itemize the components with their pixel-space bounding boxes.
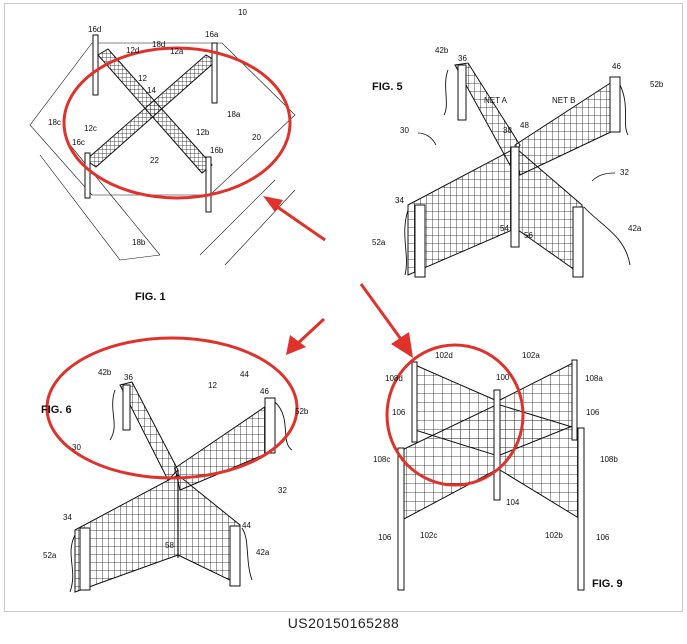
label-104: 104 xyxy=(506,498,520,507)
label-46: 46 xyxy=(260,387,269,396)
label-12d: 12d xyxy=(126,46,139,55)
annotation-arrow-fig9 xyxy=(359,283,413,358)
annotation-arrow-fig1 xyxy=(263,196,326,242)
dimension-lines xyxy=(39,144,296,266)
patent-number: US20150165288 xyxy=(287,615,400,631)
arrow-32 xyxy=(591,172,616,182)
label-56: 56 xyxy=(524,231,533,240)
annotation-ellipse xyxy=(45,336,299,480)
image-frame xyxy=(4,3,683,612)
post-16a xyxy=(211,42,218,104)
label-18d: 18d xyxy=(152,40,165,49)
figure-6: 42b 36 12 44 46 52b 30 32 34 58 44 42a 5… xyxy=(41,336,309,593)
label-106-back-left: 106 xyxy=(392,408,406,417)
label-106-back-right: 106 xyxy=(586,408,600,417)
label-32: 32 xyxy=(620,168,629,177)
label-16d: 16d xyxy=(88,25,101,34)
label-34: 34 xyxy=(395,196,404,205)
pole-106-left xyxy=(397,447,405,591)
label-58: 58 xyxy=(165,541,174,550)
label-12a: 12a xyxy=(170,47,184,56)
label-36: 36 xyxy=(124,373,133,382)
label-52a: 52a xyxy=(43,551,57,560)
label-18a: 18a xyxy=(227,110,241,119)
pole-106-back-right xyxy=(571,359,578,441)
pole-106-back-left xyxy=(411,361,418,443)
label-44-front: 44 xyxy=(242,521,251,530)
label-106-front-right: 106 xyxy=(596,533,610,542)
label-32: 32 xyxy=(278,486,287,495)
label-30: 30 xyxy=(400,126,409,135)
tie-ropes xyxy=(404,69,631,276)
label-12b: 12b xyxy=(196,128,210,137)
pole-106-right xyxy=(577,427,585,591)
label-22: 22 xyxy=(150,156,159,165)
label-108d: 108d xyxy=(385,374,403,383)
label-16b: 16b xyxy=(210,146,224,155)
label-108a: 108a xyxy=(585,374,603,383)
figure-5: 42b 36 NET A NET B 46 52b 30 38 48 32 34… xyxy=(372,46,664,278)
label-18c: 18c xyxy=(48,118,61,127)
label-52b: 52b xyxy=(295,407,309,416)
label-12c: 12c xyxy=(84,124,97,133)
label-100: 100 xyxy=(496,373,510,382)
label-102b: 102b xyxy=(545,531,563,540)
annotation-circle xyxy=(385,343,525,487)
sleeve-44-front xyxy=(229,525,241,587)
sleeve-34 xyxy=(79,527,91,591)
figure-1-title: FIG. 1 xyxy=(135,291,166,303)
label-52b: 52b xyxy=(650,80,664,89)
label-102c: 102c xyxy=(420,531,437,540)
label-20: 20 xyxy=(252,133,261,142)
post-16b xyxy=(205,156,212,213)
label-36: 36 xyxy=(458,54,467,63)
sleeve-34 xyxy=(414,204,426,278)
figure-9: 102d 102a 108d 100 108a 106 106 108c 108… xyxy=(373,343,623,591)
sleeve-36 xyxy=(122,384,131,431)
label-38: 38 xyxy=(503,126,512,135)
sleeve-36 xyxy=(457,64,467,121)
label-48: 48 xyxy=(520,121,529,130)
post-16d xyxy=(92,34,99,96)
post-16c xyxy=(84,152,91,199)
center-pole xyxy=(510,146,520,248)
net-front-right xyxy=(517,148,583,276)
label-42b: 42b xyxy=(98,368,112,377)
sleeve-46 xyxy=(264,397,276,454)
label-108c: 108c xyxy=(373,455,390,464)
sleeve-42a xyxy=(572,206,584,278)
center-pole-104 xyxy=(493,389,501,501)
label-16c: 16c xyxy=(72,138,85,147)
label-102a: 102a xyxy=(522,351,540,360)
arrow-30 xyxy=(417,132,437,146)
label-30: 30 xyxy=(72,443,81,452)
label-46: 46 xyxy=(612,62,621,71)
label-54: 54 xyxy=(500,224,509,233)
label-102d: 102d xyxy=(435,351,453,360)
label-106-front-left: 106 xyxy=(378,533,392,542)
label-42a: 42a xyxy=(628,224,642,233)
figure-9-title: FIG. 9 xyxy=(592,578,623,590)
label-52a: 52a xyxy=(372,238,386,247)
label-net-a: NET A xyxy=(484,96,508,105)
label-42a: 42a xyxy=(256,548,270,557)
tie-ropes xyxy=(69,389,293,593)
label-14: 14 xyxy=(147,86,156,95)
figure-1: 10 16d 12d 18d 12a 16a 12 14 18a 18c 12c… xyxy=(29,8,296,303)
label-10: 10 xyxy=(238,8,247,17)
label-12: 12 xyxy=(138,74,147,83)
sleeve-46 xyxy=(609,76,621,133)
label-42b: 42b xyxy=(435,46,449,55)
label-12: 12 xyxy=(208,381,217,390)
annotation-ellipse xyxy=(62,46,292,200)
figure-6-title: FIG. 6 xyxy=(41,404,72,416)
annotation-arrow-fig6 xyxy=(286,317,326,355)
label-108b: 108b xyxy=(600,455,618,464)
label-34: 34 xyxy=(63,513,72,522)
label-net-b: NET B xyxy=(552,96,575,105)
label-44-top: 44 xyxy=(240,370,249,379)
label-16a: 16a xyxy=(205,30,219,39)
label-18b: 18b xyxy=(132,238,146,247)
figure-5-title: FIG. 5 xyxy=(372,81,403,93)
